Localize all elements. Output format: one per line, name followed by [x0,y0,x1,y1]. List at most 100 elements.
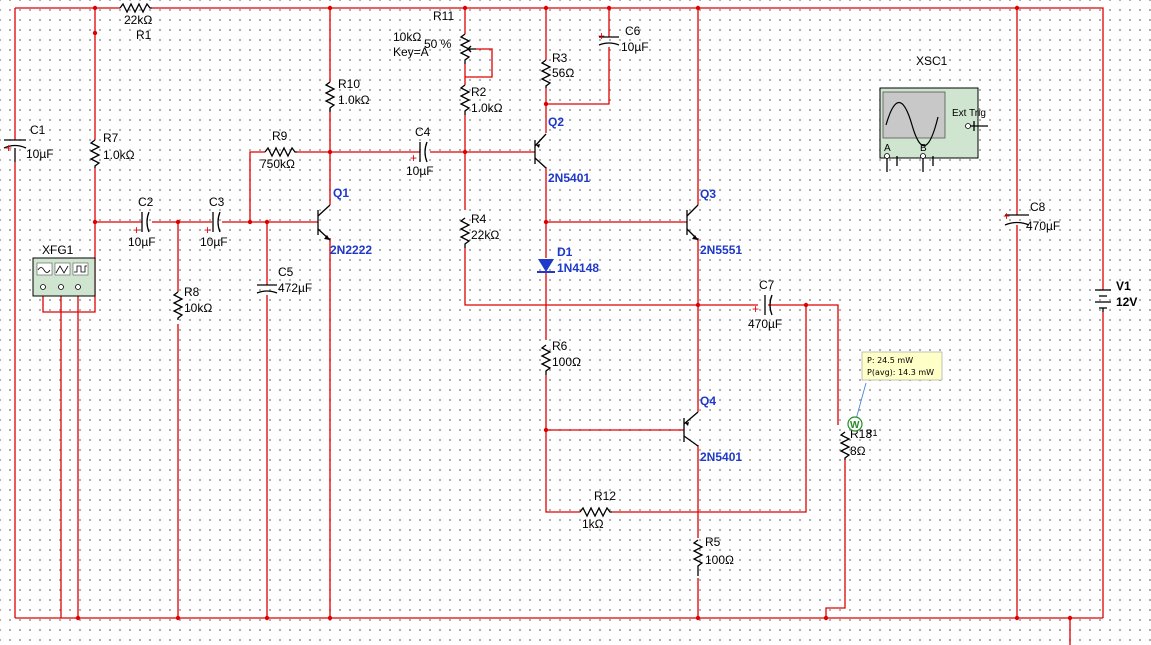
capacitor-c3[interactable]: + C3 10µF [200,195,228,249]
resistor-r1[interactable]: 22kΩ R1 [119,2,152,42]
capacitor-c4[interactable]: + C4 10µF [406,125,434,178]
c8-ref: C8 [1030,200,1046,214]
sine-wave-icon [37,267,51,273]
xsc1-channel-b: B [920,143,927,154]
resistor-r4[interactable]: R4 22kΩ [459,212,499,248]
r11-setting: 50 % [424,37,452,51]
svg-text:+: + [1003,209,1010,223]
c3-ref: C3 [209,195,225,209]
waveform-icon [885,102,939,147]
svg-text:+: + [5,141,12,155]
r11-key: Key=A [393,45,429,59]
c3-value: 10µF [200,235,228,249]
resistor-r8[interactable]: R8 10kΩ [172,285,212,320]
q2-ref: Q2 [548,115,564,129]
transistor-q2[interactable]: Q2 2N5401 [534,115,590,185]
c7-value: 470µF [748,317,782,331]
r6-ref: R6 [552,339,568,353]
xsc1-channel-a: A [884,143,891,154]
transistor-q3[interactable]: Q3 2N5551 [686,187,742,257]
xsc1-ref: XSC1 [916,54,948,68]
q3-model: 2N5551 [700,243,742,257]
resistor-r3[interactable]: R3 56Ω [540,51,574,88]
c4-ref: C4 [415,125,431,139]
r7-value: 1.0kΩ [103,148,135,162]
r3-value: 56Ω [552,66,574,80]
capacitor-c5[interactable]: C5 472µF [256,265,312,295]
probe-power-avg: P(avg): 14.3 mW [867,368,934,377]
xfg1-ref: XFG1 [42,243,74,257]
r12-value: 1kΩ [582,517,604,531]
c2-ref: C2 [138,195,154,209]
c5-value: 472µF [278,281,312,295]
d1-ref: D1 [557,245,573,259]
r5-ref: R5 [705,535,721,549]
resistor-r12[interactable]: R12 1kΩ [579,489,616,531]
transistor-q1[interactable]: Q1 2N2222 [317,186,372,257]
c5-ref: C5 [278,265,294,279]
r1-value: 22kΩ [124,13,152,27]
function-generator-xfg1[interactable]: XFG1 [32,243,96,297]
wattmeter-suffix: R1 [866,428,878,438]
q3-ref: Q3 [700,187,716,201]
capacitor-c7[interactable]: + C7 470µF [748,278,782,331]
svg-text:+: + [204,223,211,237]
capacitor-c1[interactable]: + C1 10µF [3,123,54,162]
triangle-wave-icon [55,265,69,274]
r2-value: 1.0kΩ [471,101,503,115]
q4-model: 2N5401 [700,450,742,464]
capacitor-c8[interactable]: + C8 470µF [1003,200,1060,233]
r1-ref: R1 [136,28,152,42]
r13-value: 8Ω [850,444,866,458]
c6-ref: C6 [625,24,641,38]
probe-power: P: 24.5 mW [867,356,913,365]
v1-value: 12V [1116,295,1137,309]
wattmeter-letter: W [850,420,860,431]
svg-text:+: + [133,223,140,237]
resistor-r6[interactable]: R6 100Ω [540,339,581,375]
resistor-r5[interactable]: R5 100Ω [692,535,734,576]
probe-tooltip [861,351,943,381]
diode-d1[interactable]: D1 1N4148 [537,245,599,275]
wattmeter-probe[interactable]: P: 24.5 mW P(avg): 14.3 mW W R1 [847,351,943,438]
square-wave-icon [74,265,87,273]
resistor-r9[interactable]: R9 750kΩ [260,129,297,171]
capacitor-c2[interactable]: + C2 10µF [128,195,156,249]
r2-ref: R2 [471,85,487,99]
q4-ref: Q4 [700,394,716,408]
c4-value: 10µF [406,164,434,178]
junction-dots [75,5,1073,621]
r9-value: 750kΩ [260,157,295,171]
resistor-r7[interactable]: R7 1.0kΩ [89,131,135,168]
resistor-r10[interactable]: R10 1.0kΩ [324,77,370,112]
r4-value: 22kΩ [471,228,499,242]
c8-value: 470µF [1026,219,1060,233]
r10-value: 1.0kΩ [338,93,370,107]
r3-ref: R3 [552,51,568,65]
wattmeter-icon [847,416,863,432]
potentiometer-r11[interactable]: R11 10kΩ 50 % Key=A [393,9,476,64]
r10-ref: R10 [338,77,360,91]
c1-value: 10µF [26,147,54,161]
c7-ref: C7 [759,278,775,292]
xsc1-ext-trig: Ext Trig [952,108,986,119]
v1-ref: V1 [1116,279,1131,293]
svg-text:+: + [410,151,417,165]
oscilloscope-xsc1[interactable]: XSC1 Ext Trig A B [879,54,988,172]
r6-value: 100Ω [552,355,581,369]
r12-ref: R12 [594,489,616,503]
r9-ref: R9 [272,129,288,143]
c2-value: 10µF [128,235,156,249]
wires [14,7,1104,645]
transistor-q4[interactable]: Q4 2N5401 [683,394,742,464]
c6-value: 10µF [621,40,649,54]
r5-value: 100Ω [705,553,734,567]
c1-ref: C1 [30,123,46,137]
capacitor-c6[interactable]: + C6 10µF [598,24,649,54]
svg-text:+: + [598,29,605,43]
q2-model: 2N5401 [548,171,590,185]
resistor-r2[interactable]: R2 1.0kΩ [459,84,503,115]
battery-v1[interactable]: V1 12V [1095,279,1137,312]
r7-ref: R7 [103,131,119,145]
